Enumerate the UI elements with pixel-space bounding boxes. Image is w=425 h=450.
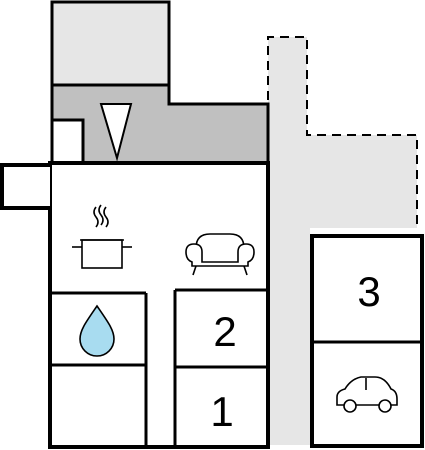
outdoor-area — [268, 37, 417, 445]
room-number-1: 1 — [210, 388, 233, 435]
interior-walls — [50, 288, 268, 447]
outdoor-area-dashed-border — [267, 36, 418, 445]
room-number-3: 3 — [357, 268, 380, 315]
cooking-pot-icon — [72, 204, 132, 269]
upper-annex — [50, 0, 171, 87]
main-house — [48, 161, 270, 449]
water-drop-icon — [79, 304, 115, 357]
porch — [0, 163, 50, 210]
entrance-arrow-icon — [99, 103, 133, 162]
car-icon — [336, 376, 398, 413]
sofa-icon — [185, 233, 255, 276]
storage-nook — [50, 118, 85, 165]
room-number-2: 2 — [213, 308, 236, 355]
